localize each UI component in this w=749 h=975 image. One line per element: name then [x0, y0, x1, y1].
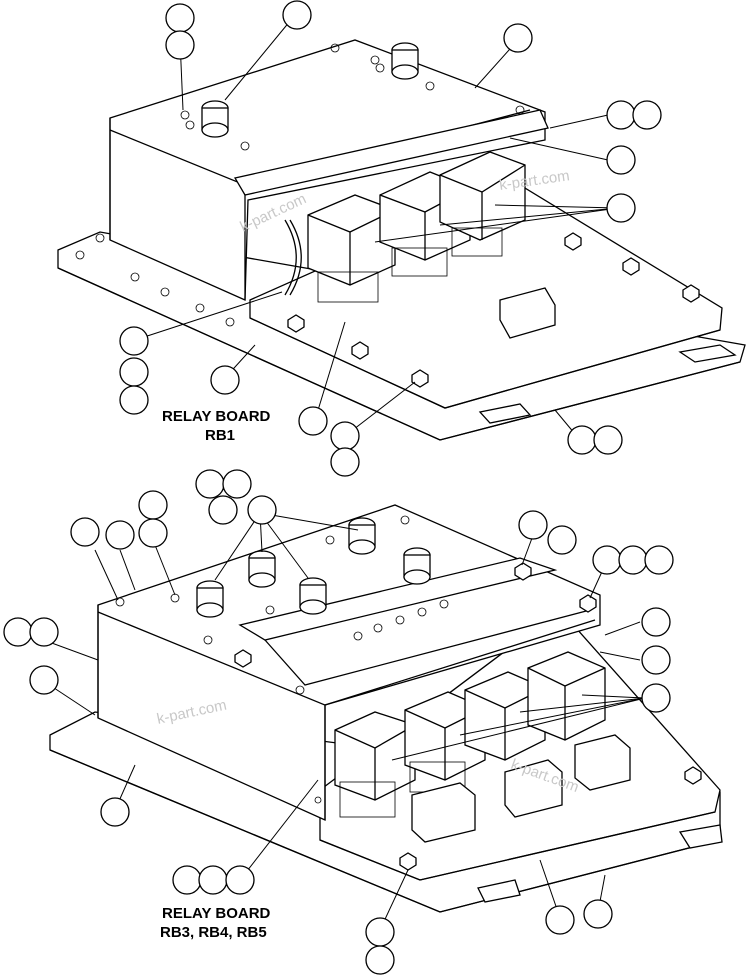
- relay-board-rb1-assembly: k-part.com k-part.com RELAY BOARD RB1: [57, 0, 746, 477]
- rb345-caption-ids: RB3, RB4, RB5: [160, 924, 267, 941]
- rb345-relays: [334, 651, 606, 818]
- rb1-hex-nuts: [287, 232, 700, 388]
- rb1-caption-title: RELAY BOARD: [162, 408, 271, 425]
- rb1-relays: [307, 151, 526, 303]
- rb1-caption-id: RB1: [205, 427, 235, 444]
- rb345-caption-title: RELAY BOARD: [162, 905, 271, 922]
- rb1-callout-balloons: [119, 0, 662, 477]
- rb1-pcb-connector: [499, 287, 556, 339]
- rb1-terminal-posts: [201, 42, 419, 138]
- rb345-callout-balloons: [3, 469, 674, 975]
- rb345-pcb-connectors: [411, 734, 631, 843]
- relay-board-rb3-rb4-rb5-assembly: k-part.com k-part.com RELAY BOARD RB3, R…: [3, 469, 723, 975]
- rb345-terminal-posts: [196, 517, 431, 618]
- rb345-hex-nuts: [234, 562, 702, 871]
- rb1-cover-strip: [233, 109, 549, 196]
